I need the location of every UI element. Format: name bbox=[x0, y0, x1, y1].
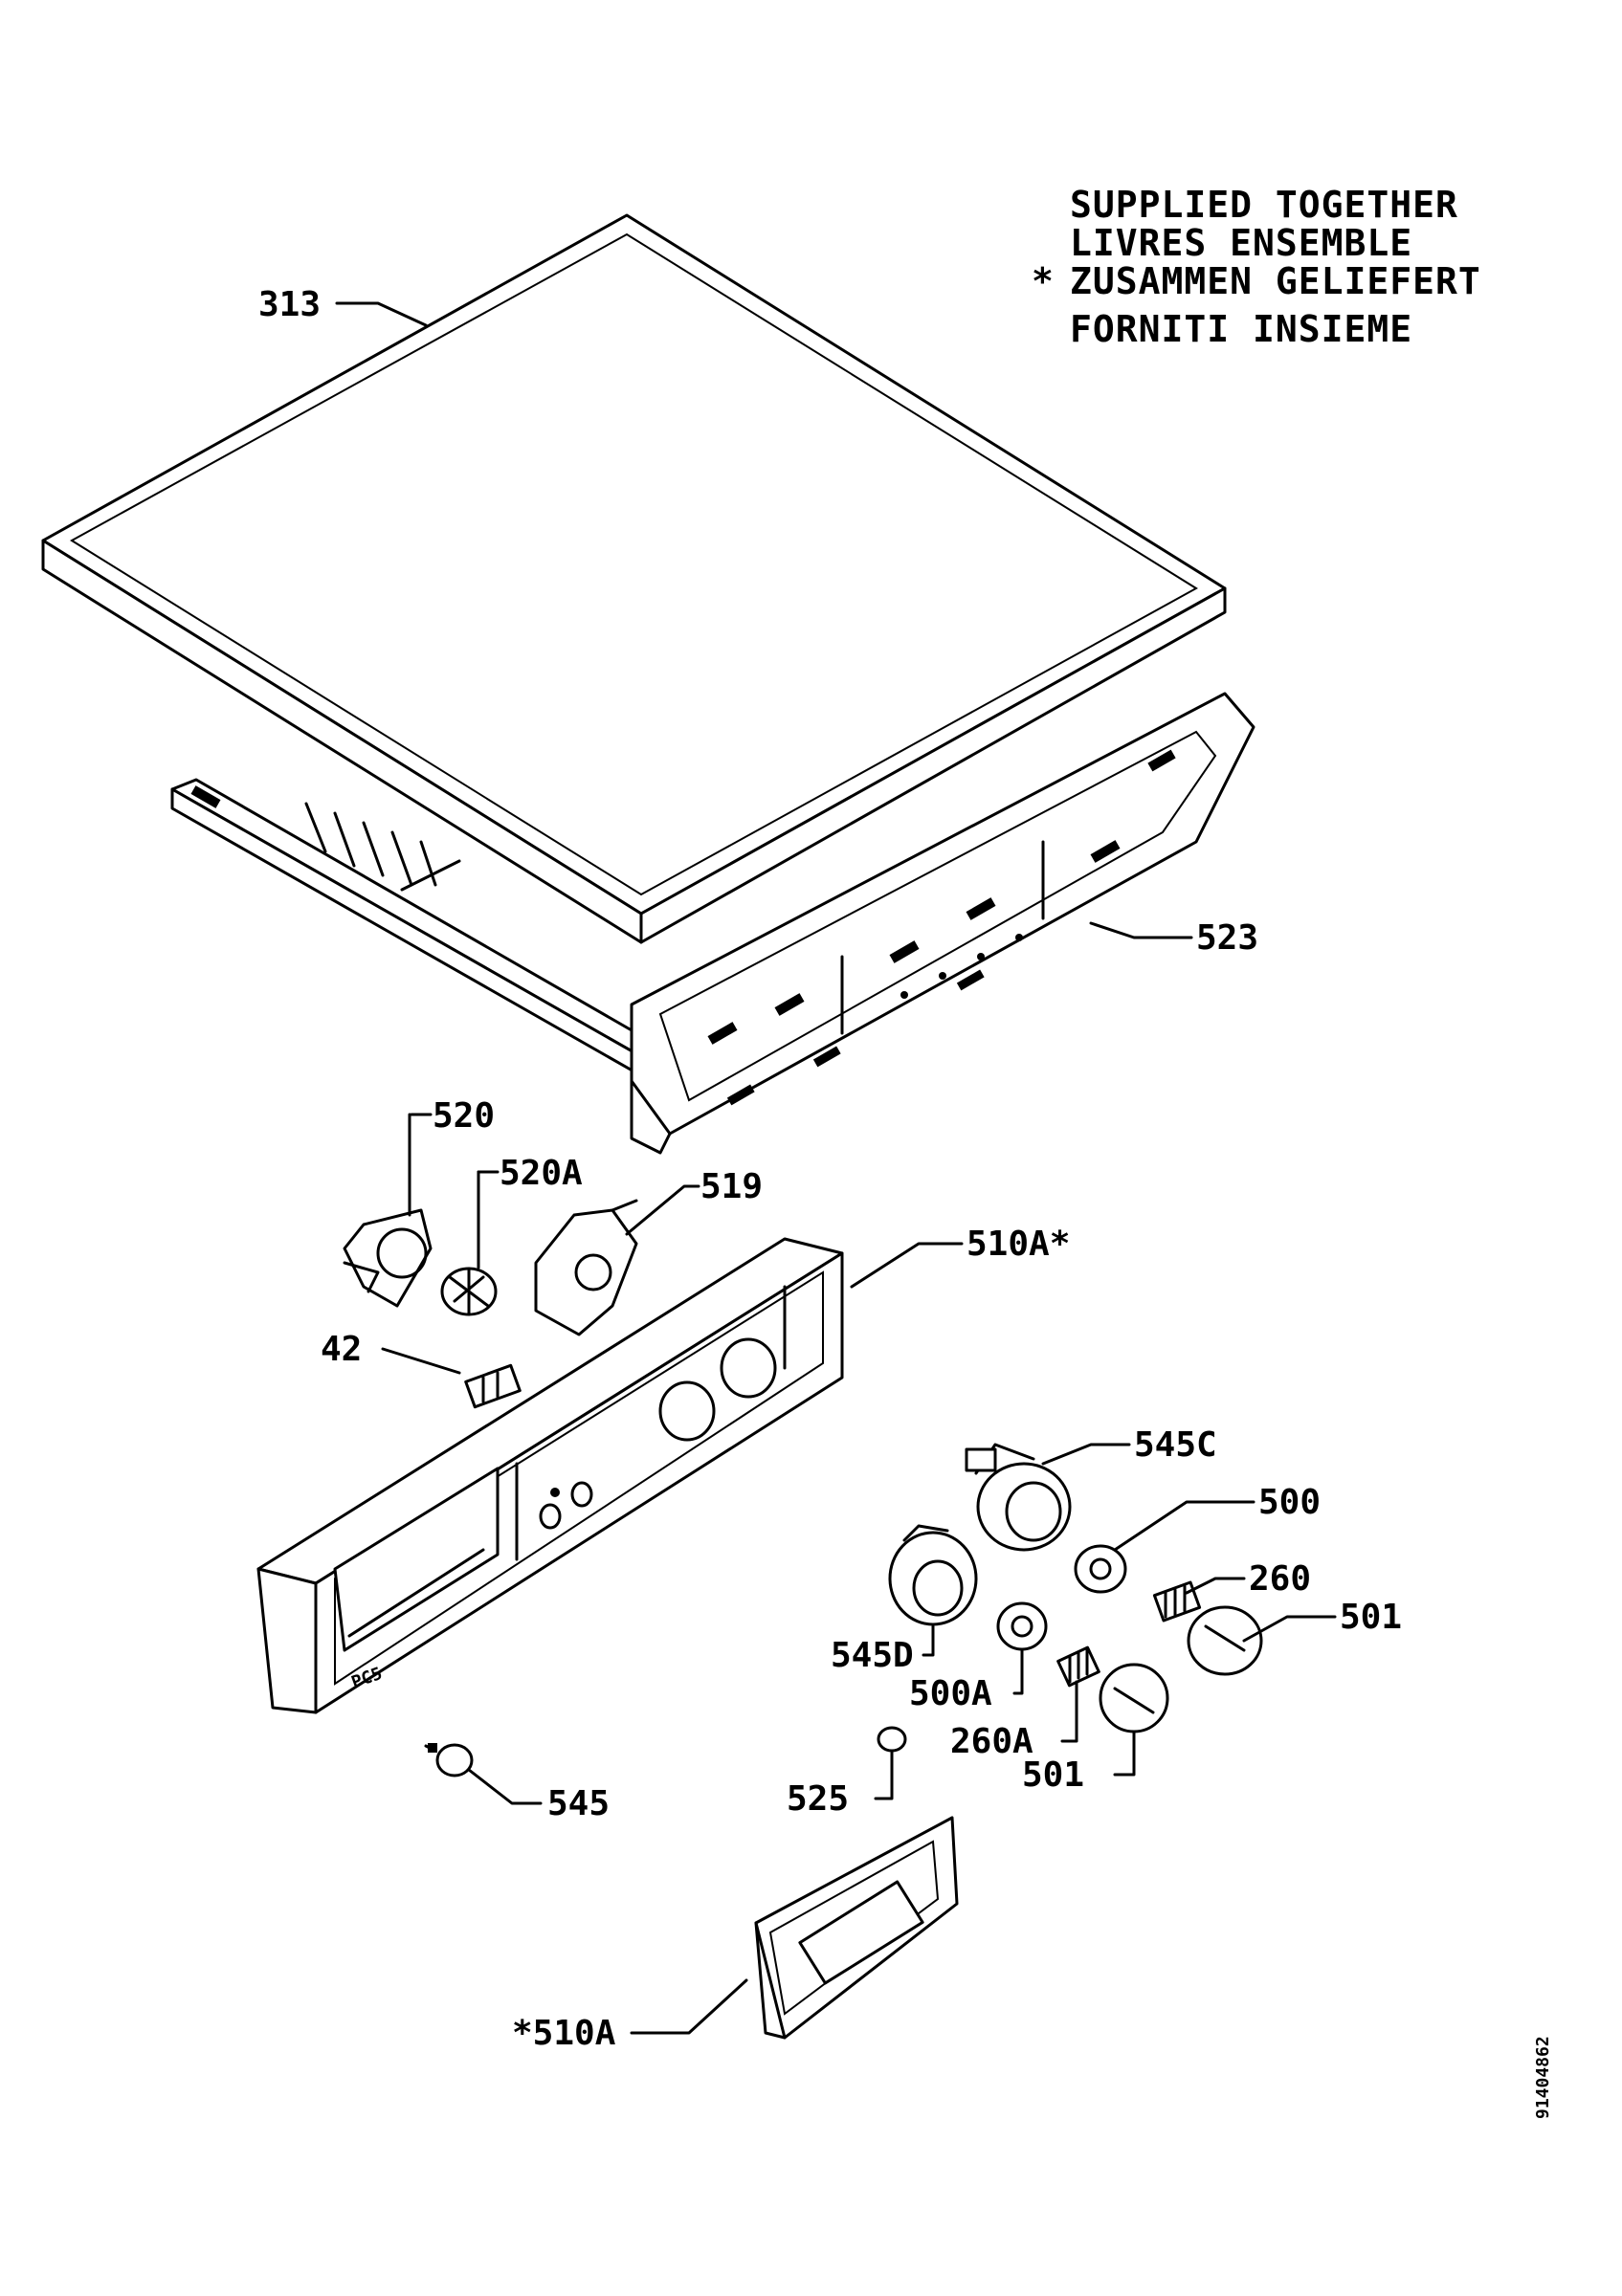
label-545: 545 bbox=[547, 1784, 610, 1823]
bracket-part-519 bbox=[534, 1199, 638, 1336]
label-520a: 520A bbox=[500, 1154, 583, 1193]
knob-part-501-bottom bbox=[1099, 1663, 1169, 1733]
screw-part-545 bbox=[424, 1743, 474, 1777]
label-525: 525 bbox=[787, 1779, 849, 1819]
supplied-together-note: SUPPLIED TOGETHER LIVRES ENSEMBLE * ZUSA… bbox=[1032, 184, 1481, 350]
pin-part-525 bbox=[877, 1726, 907, 1753]
knob-part-545d bbox=[888, 1524, 978, 1626]
knob-part-545c bbox=[965, 1443, 1072, 1552]
note-line-3: ZUSAMMEN GELIEFERT bbox=[1070, 260, 1481, 302]
fascia-panel-510a: PC5 bbox=[256, 1237, 844, 1714]
label-510a-top: 510A* bbox=[967, 1225, 1070, 1264]
fascia-small-510a bbox=[754, 1816, 959, 2040]
panel-frame-523 bbox=[170, 692, 1255, 1155]
knob-part-500a bbox=[996, 1601, 1048, 1651]
knob-part-500 bbox=[1074, 1544, 1127, 1594]
label-501-bottom: 501 bbox=[1022, 1755, 1084, 1795]
label-510a-bottom: *510A bbox=[512, 2014, 616, 2053]
cam-part-520 bbox=[343, 1208, 433, 1308]
ratchet-part-520a bbox=[440, 1267, 498, 1316]
part-labels: 313 523 520 520A 519 510A* 42 545C 500 2… bbox=[258, 285, 1402, 2053]
label-519: 519 bbox=[700, 1167, 763, 1206]
label-520: 520 bbox=[433, 1096, 495, 1136]
spring-part-260 bbox=[1152, 1580, 1202, 1623]
leader-lines bbox=[335, 301, 1337, 2035]
note-line-2: LIVRES ENSEMBLE bbox=[1070, 222, 1412, 264]
note-marker: * bbox=[1032, 260, 1055, 302]
label-545c: 545C bbox=[1134, 1425, 1217, 1465]
note-line-4: FORNITI INSIEME bbox=[1070, 308, 1412, 350]
frame-slots bbox=[707, 749, 1176, 1106]
label-313: 313 bbox=[258, 285, 321, 324]
knob-part-501-right bbox=[1187, 1605, 1263, 1676]
label-42: 42 bbox=[321, 1330, 362, 1369]
clip-part-42 bbox=[464, 1363, 522, 1409]
label-545d: 545D bbox=[831, 1636, 914, 1675]
drawing-reference-number: 91404862 bbox=[1533, 2036, 1553, 2119]
label-501-right: 501 bbox=[1340, 1598, 1402, 1637]
label-260: 260 bbox=[1249, 1559, 1311, 1599]
label-260a: 260A bbox=[950, 1722, 1033, 1761]
top-cover-313 bbox=[41, 213, 1227, 944]
label-500a: 500A bbox=[909, 1674, 992, 1713]
note-line-1: SUPPLIED TOGETHER bbox=[1070, 184, 1458, 226]
spring-part-260a bbox=[1056, 1645, 1100, 1688]
label-500: 500 bbox=[1258, 1483, 1321, 1522]
label-523: 523 bbox=[1196, 918, 1258, 958]
